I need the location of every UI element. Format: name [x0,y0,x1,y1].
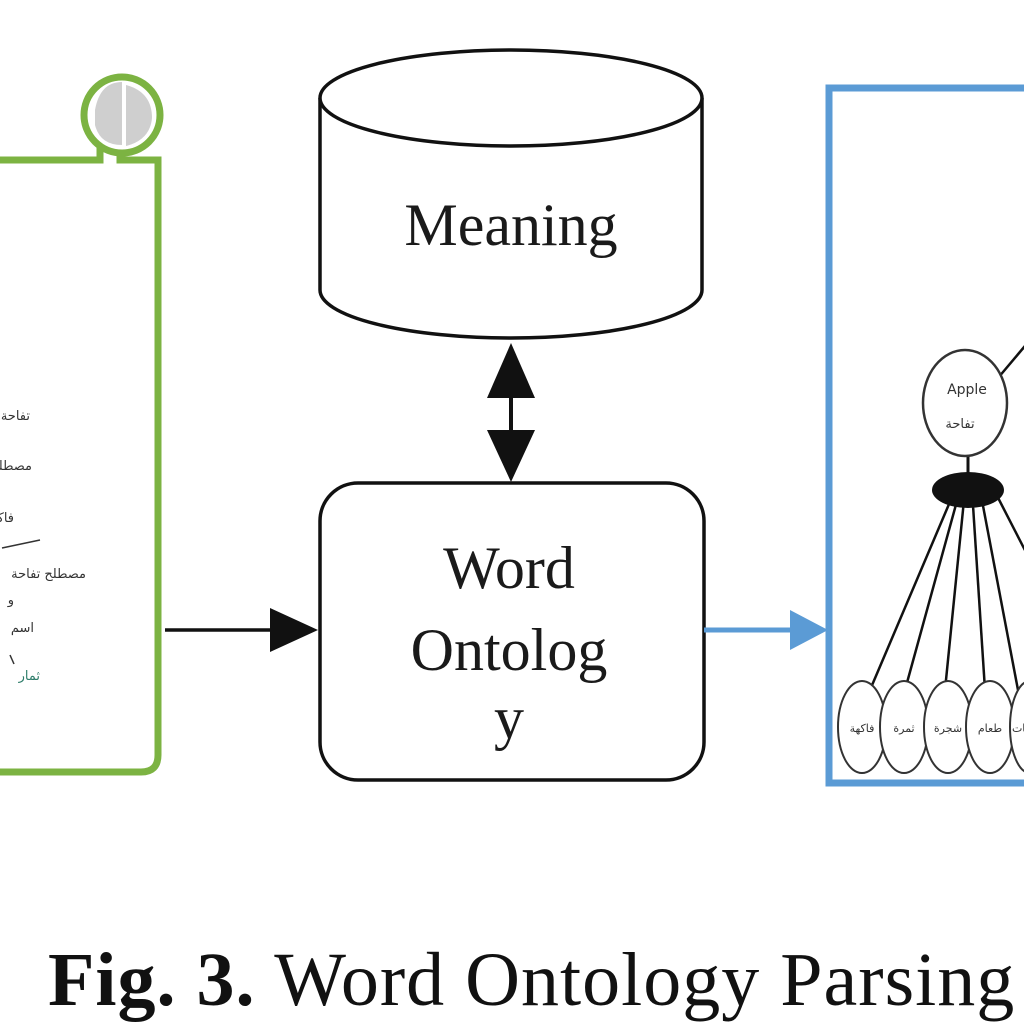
tree-leaf-label: فاكهة [850,722,875,735]
document-text-line: اسم [11,621,34,636]
ontology-tree-output: Apple تفاحة فاكهة ثمرة شجرة طعام نبات [825,84,1024,787]
document-text-line: مصطلح تفاحة [11,567,86,582]
arrow-document-to-ontology [165,608,318,652]
tree-leaf-label: ثمرة [893,722,914,735]
document-text-line: تفاحة [1,409,31,424]
process-label-line: Word [443,535,575,601]
document-text-line: مصطلح [0,459,32,474]
tree-leaf-node [1009,681,1024,773]
tree-root-label: Apple [947,382,987,398]
word-ontology-box: Word Ontolog y [318,481,706,782]
tree-hub-node [932,472,1004,508]
document-text-line: فاكهة [0,511,14,526]
bidirectional-arrow [487,343,535,482]
process-label-line: y [494,685,524,751]
figure-number: Fig. 3. [48,938,256,1022]
process-label-line: Ontolog [411,617,608,683]
arrow-ontology-to-tree [704,610,828,650]
input-document: تفاحة مصطلح فاكهة مصطلح تفاحة و اسم ثمار [0,73,164,776]
document-text: تفاحة مصطلح فاكهة مصطلح تفاحة و اسم ثمار [0,409,86,684]
database-label: Meaning [404,192,617,258]
meaning-database: Meaning [318,48,704,340]
tree-leaf-label: نبات [1012,722,1024,735]
figure-title: Word Ontology Parsing [274,938,1016,1022]
tree-leaf-nodes: فاكهة ثمرة شجرة طعام نبات [837,680,1024,774]
tree-root-label: تفاحة [945,417,975,432]
figure-caption: Fig. 3. Word Ontology Parsing [48,935,1015,1025]
tree-leaf-label: طعام [978,722,1002,735]
tree-leaf-label: شجرة [934,722,962,735]
tree-root-node [921,348,1009,458]
document-text-line: و [7,593,14,608]
document-text-line: ثمار [18,669,41,684]
